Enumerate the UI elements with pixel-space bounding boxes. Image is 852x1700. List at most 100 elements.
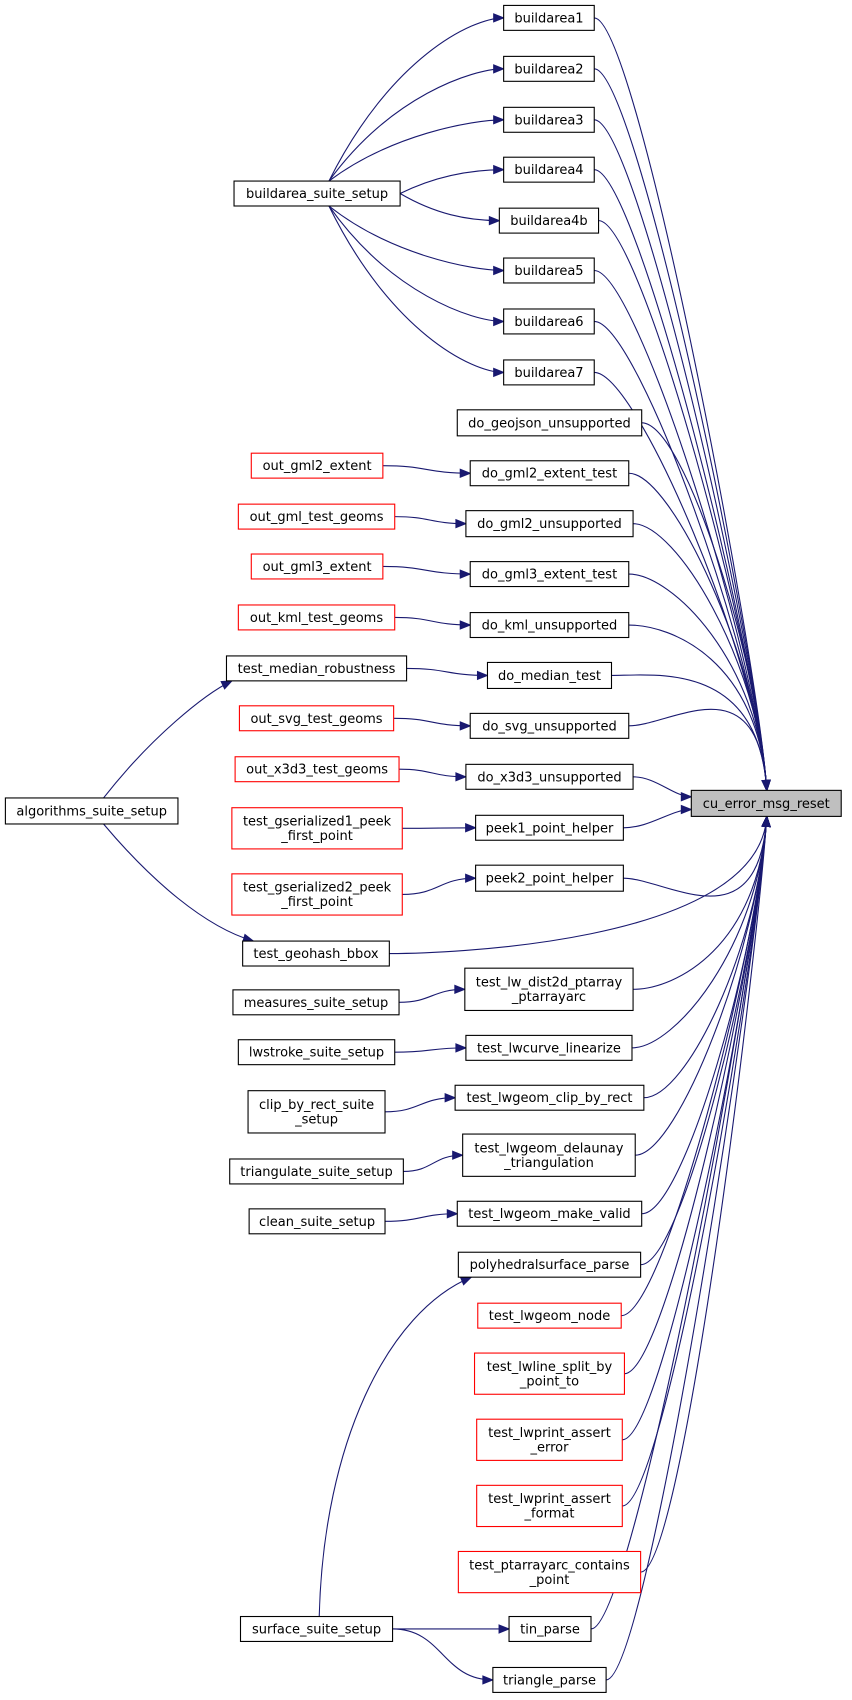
node-peek1_point_helper[interactable]: peek1_point_helper bbox=[475, 814, 624, 841]
node-test_gserialized1_peek_first_point[interactable]: test_gserialized1_peek_first_point bbox=[231, 807, 403, 850]
node-test_lwprint_assert_error[interactable]: test_lwprint_assert_error bbox=[476, 1418, 623, 1461]
node-out_gml3_extent[interactable]: out_gml3_extent bbox=[250, 553, 384, 580]
node-buildarea4[interactable]: buildarea4 bbox=[503, 156, 595, 183]
node-box bbox=[476, 1484, 623, 1528]
edge-line bbox=[633, 523, 768, 791]
node-do_gml2_unsupported[interactable]: do_gml2_unsupported bbox=[465, 510, 634, 538]
node-box bbox=[229, 1158, 404, 1185]
node-test_lwgeom_delaunay_triangulation[interactable]: test_lwgeom_delaunay_triangulation bbox=[462, 1133, 636, 1177]
node-do_geojson_unsupported[interactable]: do_geojson_unsupported bbox=[456, 409, 643, 437]
node-measures_suite_setup[interactable]: measures_suite_setup bbox=[232, 989, 400, 1016]
node-label: buildarea_suite_setup bbox=[246, 187, 388, 202]
node-label: do_svg_unsupported bbox=[482, 719, 617, 734]
node-clip_by_rect_suite_setup[interactable]: clip_by_rect_suite_setup bbox=[247, 1090, 386, 1134]
node-label: test_lwline_split_by bbox=[487, 1360, 613, 1375]
node-out_svg_test_geoms[interactable]: out_svg_test_geoms bbox=[238, 705, 395, 732]
edge-line bbox=[103, 680, 233, 799]
edge-surface_suite_setup-to-polyhedralsurface_parse bbox=[318, 1276, 473, 1617]
node-buildarea3[interactable]: buildarea3 bbox=[503, 106, 595, 133]
node-test_lwprint_assert_format[interactable]: test_lwprint_assert_format bbox=[476, 1484, 623, 1528]
node-do_median_test[interactable]: do_median_test bbox=[486, 661, 613, 690]
node-do_svg_unsupported[interactable]: do_svg_unsupported bbox=[469, 712, 630, 739]
node-algorithms_suite_setup[interactable]: algorithms_suite_setup bbox=[4, 797, 179, 825]
node-test_lwgeom_node[interactable]: test_lwgeom_node bbox=[477, 1302, 622, 1329]
node-label: clip_by_rect_suite bbox=[259, 1098, 374, 1113]
node-out_x3d3_test_geoms[interactable]: out_x3d3_test_geoms bbox=[234, 756, 400, 783]
edge-line bbox=[382, 465, 471, 474]
edge-line bbox=[622, 816, 768, 1441]
arrowhead bbox=[488, 215, 501, 226]
edges bbox=[103, 13, 771, 1685]
node-polyhedralsurface_parse[interactable]: polyhedralsurface_parse bbox=[457, 1251, 642, 1278]
node-peek2_point_helper[interactable]: peek2_point_helper bbox=[475, 864, 624, 892]
node-box bbox=[503, 359, 595, 386]
arrowhead bbox=[454, 984, 467, 995]
node-triangle_parse[interactable]: triangle_parse bbox=[492, 1666, 607, 1693]
node-label: buildarea5 bbox=[514, 264, 583, 279]
node-buildarea6[interactable]: buildarea6 bbox=[503, 308, 595, 335]
edge-line bbox=[399, 169, 504, 195]
node-label: measures_suite_setup bbox=[244, 996, 389, 1011]
node-label: do_gml2_extent_test bbox=[482, 467, 617, 482]
node-out_kml_test_geoms[interactable]: out_kml_test_geoms bbox=[237, 604, 396, 631]
node-test_lw_dist2d_ptarray_ptarrayarc[interactable]: test_lw_dist2d_ptarray_ptarrayarc bbox=[464, 967, 634, 1012]
node-do_gml2_extent_test[interactable]: do_gml2_extent_test bbox=[469, 460, 630, 487]
node-box bbox=[477, 1302, 622, 1329]
node-box bbox=[498, 207, 600, 234]
node-triangulate_suite_setup[interactable]: triangulate_suite_setup bbox=[229, 1158, 404, 1185]
node-label: test_ptarrayarc_contains bbox=[469, 1558, 630, 1573]
node-buildarea2[interactable]: buildarea2 bbox=[503, 55, 595, 82]
arrowhead bbox=[459, 1276, 473, 1286]
node-test_median_robustness[interactable]: test_median_robustness bbox=[225, 655, 408, 682]
edge-surface_suite_setup-to-triangle_parse bbox=[392, 1628, 495, 1685]
node-do_gml3_extent_test[interactable]: do_gml3_extent_test bbox=[469, 561, 630, 588]
node-test_gserialized2_peek_first_point[interactable]: test_gserialized2_peek_first_point bbox=[231, 873, 403, 916]
node-box bbox=[469, 460, 630, 487]
node-box bbox=[465, 1034, 633, 1061]
node-lwstroke_suite_setup[interactable]: lwstroke_suite_setup bbox=[237, 1039, 396, 1066]
node-label: clean_suite_setup bbox=[259, 1215, 375, 1230]
edge-test_median_robustness-to-do_median_test bbox=[406, 667, 489, 681]
node-label: test_geohash_bbox bbox=[253, 947, 378, 962]
edge-test_gserialized2_peek_first_point-to-peek2_point_helper bbox=[402, 873, 477, 896]
arrowhead bbox=[459, 721, 472, 731]
node-label: algorithms_suite_setup bbox=[16, 804, 167, 819]
node-tin_parse[interactable]: tin_parse bbox=[508, 1615, 592, 1643]
node-label: _ptarrayarc bbox=[511, 990, 586, 1005]
node-out_gml_test_geoms[interactable]: out_gml_test_geoms bbox=[237, 503, 396, 530]
node-surface_suite_setup[interactable]: surface_suite_setup bbox=[239, 1615, 394, 1643]
node-out_gml2_extent[interactable]: out_gml2_extent bbox=[250, 452, 384, 479]
node-label: test_lwprint_assert bbox=[488, 1492, 611, 1507]
node-buildarea1[interactable]: buildarea1 bbox=[503, 4, 595, 31]
node-label: do_gml2_unsupported bbox=[477, 517, 622, 532]
node-label: cu_error_msg_reset bbox=[703, 797, 830, 812]
arrowhead bbox=[455, 772, 468, 782]
node-test_ptarrayarc_contains_point[interactable]: test_ptarrayarc_contains_point bbox=[457, 1550, 642, 1594]
arrowhead bbox=[455, 1043, 468, 1053]
node-buildarea_suite_setup[interactable]: buildarea_suite_setup bbox=[233, 180, 401, 207]
edge-buildarea_suite_setup-to-buildarea6 bbox=[328, 205, 505, 327]
node-test_geohash_bbox[interactable]: test_geohash_bbox bbox=[242, 940, 390, 967]
node-test_lwcurve_linearize[interactable]: test_lwcurve_linearize bbox=[465, 1034, 633, 1061]
node-test_lwgeom_make_valid[interactable]: test_lwgeom_make_valid bbox=[456, 1200, 643, 1227]
node-do_x3d3_unsupported[interactable]: do_x3d3_unsupported bbox=[465, 763, 634, 790]
node-box bbox=[248, 1208, 386, 1235]
node-buildarea4b[interactable]: buildarea4b bbox=[498, 207, 600, 234]
node-box bbox=[690, 789, 842, 817]
node-buildarea7[interactable]: buildarea7 bbox=[503, 359, 595, 386]
node-label: out_gml_test_geoms bbox=[250, 510, 384, 525]
node-do_kml_unsupported[interactable]: do_kml_unsupported bbox=[469, 612, 630, 639]
node-buildarea5[interactable]: buildarea5 bbox=[503, 257, 595, 284]
node-label: buildarea2 bbox=[514, 62, 583, 77]
edge-polyhedralsurface_parse-to-cu_error_msg_reset bbox=[640, 815, 771, 1266]
arrowhead bbox=[498, 1624, 511, 1634]
edge-line bbox=[402, 877, 476, 896]
node-test_lwgeom_clip_by_rect[interactable]: test_lwgeom_clip_by_rect bbox=[454, 1084, 645, 1111]
node-box bbox=[469, 612, 630, 639]
node-cu_error_msg_reset[interactable]: cu_error_msg_reset bbox=[690, 789, 842, 817]
node-label: test_gserialized1_peek bbox=[243, 815, 392, 830]
node-clean_suite_setup[interactable]: clean_suite_setup bbox=[248, 1208, 386, 1235]
node-test_lwline_split_by_point_to[interactable]: test_lwline_split_by_point_to bbox=[473, 1352, 625, 1395]
edge-do_x3d3_unsupported-to-cu_error_msg_reset bbox=[633, 776, 693, 802]
